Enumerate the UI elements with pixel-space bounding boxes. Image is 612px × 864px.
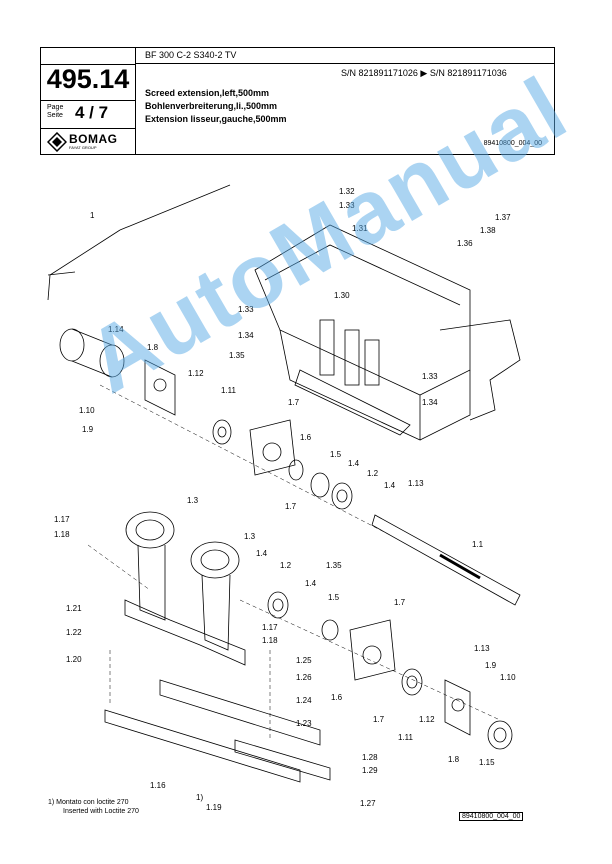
svg-text:1.4: 1.4: [384, 481, 396, 490]
drawing-reference: 89410800_004_00: [483, 140, 542, 147]
title-en: Screed extension,left,500mm: [145, 88, 270, 98]
svg-text:1.13: 1.13: [408, 479, 424, 488]
footer-drawing-ref: 89410800_004_00: [459, 812, 524, 821]
logo-diamond-icon: [46, 131, 68, 153]
svg-text:1.16: 1.16: [150, 781, 166, 790]
bomag-logo: BOMAG FAYAT GROUP: [46, 131, 131, 153]
svg-text:1.7: 1.7: [288, 398, 300, 407]
svg-text:1.31: 1.31: [352, 224, 368, 233]
svg-text:1.4: 1.4: [305, 579, 317, 588]
svg-text:1: 1: [90, 211, 95, 220]
part-callouts: 1 1.1 1.21.2 1.31.3 1.41.41.41.4 1.51.5 …: [54, 187, 516, 812]
svg-text:1.9: 1.9: [485, 661, 497, 670]
svg-text:1.23: 1.23: [296, 719, 312, 728]
page-number: 4 / 7: [75, 103, 109, 122]
svg-text:1.35: 1.35: [326, 561, 342, 570]
svg-text:1.18: 1.18: [262, 636, 278, 645]
svg-text:1.11: 1.11: [221, 386, 237, 395]
svg-text:1.22: 1.22: [66, 628, 82, 637]
page-label: Page Seite: [47, 104, 64, 119]
svg-text:1.15: 1.15: [479, 758, 495, 767]
svg-text:1.13: 1.13: [474, 644, 490, 653]
svg-text:1.2: 1.2: [367, 469, 379, 478]
svg-text:1.5: 1.5: [328, 593, 340, 602]
svg-text:1.36: 1.36: [457, 239, 473, 248]
svg-text:1.6: 1.6: [331, 693, 343, 702]
svg-text:1.3: 1.3: [187, 496, 199, 505]
svg-text:1.17: 1.17: [262, 623, 278, 632]
svg-text:1.20: 1.20: [66, 655, 82, 664]
svg-text:1.7: 1.7: [394, 598, 406, 607]
svg-text:1.19: 1.19: [206, 803, 222, 812]
svg-text:1.27: 1.27: [360, 799, 376, 808]
svg-text:1.14: 1.14: [108, 325, 124, 334]
svg-text:1.8: 1.8: [448, 755, 460, 764]
svg-text:1.5: 1.5: [330, 450, 342, 459]
title-de: Bohlenverbreiterung,li.,500mm: [145, 101, 278, 111]
svg-text:1.33: 1.33: [238, 305, 254, 314]
svg-text:1.29: 1.29: [362, 766, 378, 775]
svg-text:1.9: 1.9: [82, 425, 94, 434]
svg-text:1.25: 1.25: [296, 656, 312, 665]
svg-text:1.10: 1.10: [500, 673, 516, 682]
svg-text:1.34: 1.34: [422, 398, 438, 407]
footnote: 1) Montato con loctite 270 Inserted with…: [48, 799, 139, 815]
serial-range: S/N 821891171026 ▶ S/N 821891171036: [341, 68, 507, 78]
svg-text:1.12: 1.12: [419, 715, 435, 724]
svg-text:1.7: 1.7: [373, 715, 385, 724]
svg-text:1.4: 1.4: [256, 549, 268, 558]
title-fr: Extension lisseur,gauche,500mm: [145, 114, 287, 124]
svg-text:1.3: 1.3: [244, 532, 256, 541]
machine-model: BF 300 C-2 S340-2 TV: [145, 50, 237, 60]
svg-text:1): 1): [196, 793, 203, 802]
svg-text:1.24: 1.24: [296, 696, 312, 705]
svg-text:1.33: 1.33: [422, 372, 438, 381]
svg-text:1.32: 1.32: [339, 187, 355, 196]
svg-text:1.11: 1.11: [398, 733, 414, 742]
svg-text:1.12: 1.12: [188, 369, 204, 378]
svg-text:1.2: 1.2: [280, 561, 292, 570]
svg-text:1.26: 1.26: [296, 673, 312, 682]
svg-text:1.33: 1.33: [339, 201, 355, 210]
svg-text:1.10: 1.10: [79, 406, 95, 415]
svg-text:1.30: 1.30: [334, 291, 350, 300]
svg-text:1.35: 1.35: [229, 351, 245, 360]
title-block: 495.14 Page Seite 4 / 7 BOMAG FAYAT GROU…: [40, 47, 555, 155]
document-number: 495.14: [46, 64, 130, 94]
svg-text:1.37: 1.37: [495, 213, 511, 222]
svg-text:1.4: 1.4: [348, 459, 360, 468]
svg-text:1.17: 1.17: [54, 515, 70, 524]
svg-text:1.7: 1.7: [285, 502, 297, 511]
svg-text:1.34: 1.34: [238, 331, 254, 340]
svg-text:1.28: 1.28: [362, 753, 378, 762]
svg-text:1.8: 1.8: [147, 343, 159, 352]
svg-text:1.18: 1.18: [54, 530, 70, 539]
svg-text:1.1: 1.1: [472, 540, 484, 549]
svg-text:1.38: 1.38: [480, 226, 496, 235]
svg-text:1.21: 1.21: [66, 604, 82, 613]
svg-text:1.6: 1.6: [300, 433, 312, 442]
